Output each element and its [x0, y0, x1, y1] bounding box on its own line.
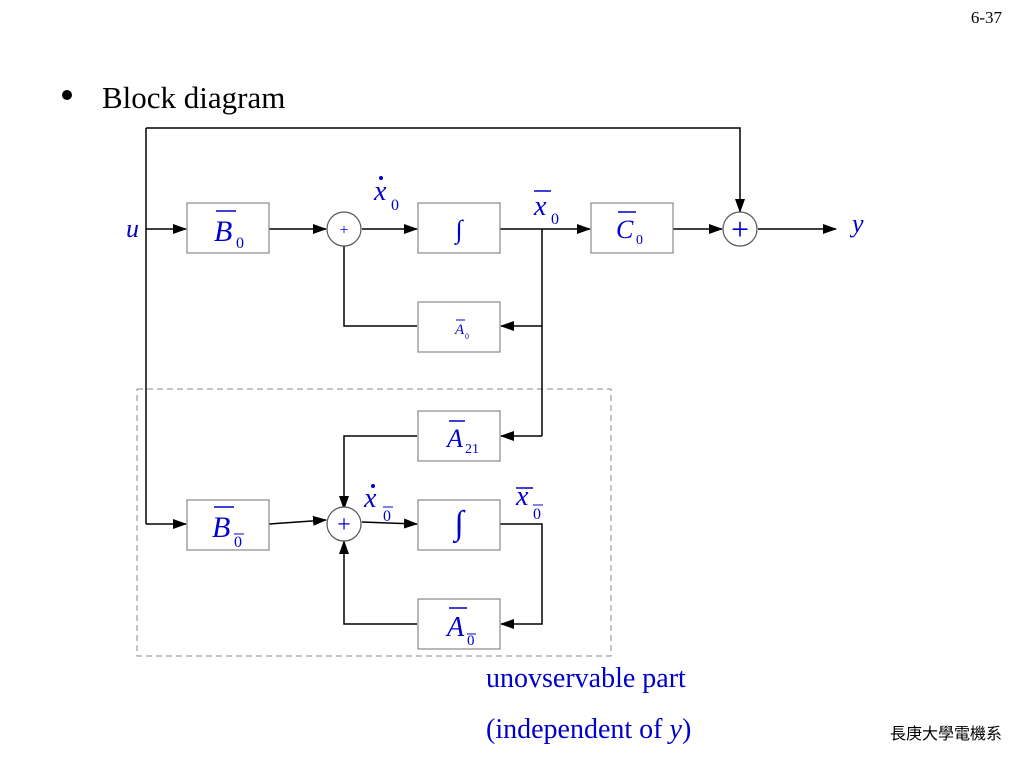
bbar-block	[186, 499, 270, 551]
c0-label: C 0	[616, 211, 643, 248]
abar-feedback	[339, 540, 417, 625]
a0-label: A 0	[454, 319, 469, 341]
svg-text:B: B	[214, 215, 232, 248]
svg-text:x: x	[363, 483, 377, 514]
input-label: u	[126, 214, 139, 243]
output-summer-sign: +	[731, 211, 749, 247]
a21-label: A 21	[445, 420, 479, 457]
svg-text:A: A	[445, 612, 465, 643]
svg-text:x: x	[533, 191, 547, 222]
svg-text:0: 0	[467, 633, 475, 649]
svg-text:B: B	[212, 511, 230, 544]
abar-label: A 0	[445, 607, 476, 649]
svg-text:x: x	[515, 481, 529, 512]
bullet-dot	[62, 90, 72, 100]
output-summer	[722, 211, 758, 247]
svg-text:0: 0	[533, 506, 541, 523]
sum2-to-int	[361, 518, 418, 529]
lower-summer	[326, 506, 362, 542]
svg-text:x: x	[373, 176, 387, 207]
svg-text:A: A	[445, 424, 463, 453]
integrator-obs-label: ∫	[453, 215, 464, 245]
output-label: y	[849, 209, 864, 238]
svg-text:0: 0	[465, 332, 469, 341]
a21-block	[417, 410, 501, 462]
svg-text:0: 0	[391, 197, 399, 214]
obs-state-dot-label: x 0	[373, 176, 399, 214]
integrator-unobs-block	[417, 499, 501, 551]
bbar-label: B 0	[212, 506, 244, 551]
lower-summer-sign: +	[337, 512, 351, 538]
integrator-obs-block	[417, 202, 501, 254]
svg-text:0: 0	[383, 508, 391, 525]
upper-summer-sign: +	[339, 222, 348, 239]
int2-out	[500, 523, 543, 629]
svg-text:0: 0	[236, 235, 244, 252]
footer-institution: 長庚大學電機系	[889, 724, 1002, 743]
caption-line-1: unovservable part	[486, 663, 686, 694]
integrator-unobs-label: ∫	[452, 505, 466, 544]
bbar-to-sum	[268, 515, 327, 526]
upper-summer	[326, 211, 362, 247]
a0-feedback	[343, 244, 417, 327]
slide-number: 6-37	[970, 8, 1002, 27]
svg-text:A: A	[454, 322, 465, 338]
svg-text:0: 0	[234, 534, 242, 551]
bullet-heading: Block diagram	[102, 80, 286, 115]
feedthrough-path	[146, 127, 745, 213]
svg-text:0: 0	[551, 211, 559, 228]
a21-to-sum	[339, 435, 417, 510]
svg-text:C: C	[616, 215, 634, 244]
caption-line-2: (independent of y)	[486, 714, 692, 745]
a0-block	[417, 301, 501, 353]
b0-label: B 0	[214, 210, 244, 252]
unobs-state-label: x 0	[515, 481, 543, 523]
unobs-state-dot-label: x 0	[363, 483, 393, 525]
svg-text:21: 21	[465, 442, 479, 457]
obs-state-label: x 0	[533, 190, 559, 228]
svg-text:0: 0	[636, 233, 643, 248]
caption: unovservable part (independent of y)	[486, 653, 691, 755]
